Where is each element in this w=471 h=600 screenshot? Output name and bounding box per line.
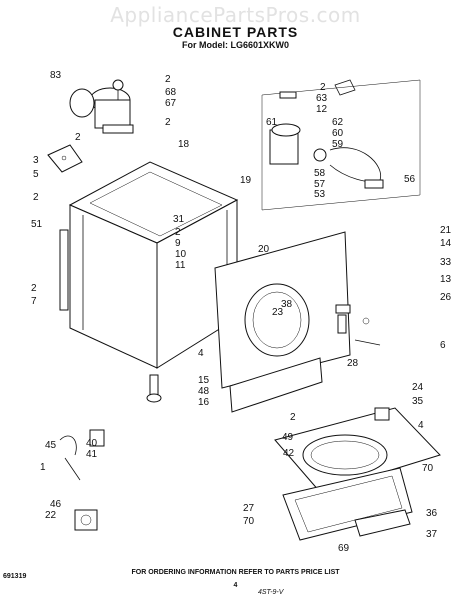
callout-35: 35 (412, 396, 424, 407)
callout-70b: 70 (243, 516, 255, 527)
callout-26: 26 (440, 292, 452, 303)
callout-3: 3 (33, 155, 39, 166)
callout-14: 14 (440, 238, 452, 249)
callout-37: 37 (426, 529, 438, 540)
callout-6: 6 (440, 340, 446, 351)
callout-9: 9 (175, 238, 181, 249)
callout-21: 21 (440, 225, 452, 236)
callout-2e: 2 (175, 227, 181, 238)
callout-4: 4 (198, 348, 204, 359)
callout-67: 67 (165, 98, 177, 109)
callout-11: 11 (175, 260, 186, 271)
callout-13: 13 (440, 274, 452, 285)
callout-36: 36 (426, 508, 438, 519)
callout-12: 12 (316, 104, 328, 115)
callout-27: 27 (243, 503, 255, 514)
callout-49: 49 (282, 432, 294, 443)
callout-38: 38 (281, 299, 293, 310)
callout-40: 40 (86, 438, 98, 449)
callout-69: 69 (338, 543, 350, 554)
callout-2g: 2 (290, 412, 296, 423)
callout-15: 15 (198, 375, 210, 386)
callout-68: 68 (165, 87, 177, 98)
callout-42: 42 (283, 448, 295, 459)
callout-53: 53 (314, 189, 326, 200)
callout-10: 10 (175, 249, 187, 260)
callout-1: 1 (40, 462, 46, 473)
callout-16: 16 (198, 397, 210, 408)
callout-22: 22 (45, 510, 57, 521)
callout-48: 48 (198, 386, 210, 397)
page-number: 4 (0, 582, 471, 589)
callout-33: 33 (440, 257, 452, 268)
callout-51: 51 (31, 219, 43, 230)
callout-7: 7 (31, 296, 37, 307)
callout-31: 31 (173, 214, 185, 225)
callout-63: 63 (316, 93, 328, 104)
callout-41: 41 (86, 449, 98, 460)
callout-83: 83 (50, 70, 62, 81)
callout-61: 61 (266, 117, 278, 128)
callout-2: 2 (165, 74, 171, 85)
callout-24: 24 (412, 382, 424, 393)
callout-4b: 4 (418, 420, 424, 431)
callout-2h: 2 (320, 82, 326, 93)
callout-2b: 2 (165, 117, 171, 128)
ordering-info: FOR ORDERING INFORMATION REFER TO PARTS … (0, 569, 471, 576)
small-parts (60, 375, 161, 530)
callout-46: 46 (50, 499, 62, 510)
handwritten-mark: 4ST-9-V (258, 589, 283, 596)
callout-58: 58 (314, 168, 326, 179)
top-bracket (48, 145, 82, 172)
callout-28: 28 (347, 358, 359, 369)
cabinet-body (60, 162, 237, 368)
callout-2c: 2 (75, 132, 81, 143)
callout-60: 60 (332, 128, 344, 139)
callout-2f: 2 (31, 283, 37, 294)
callout-62: 62 (332, 117, 344, 128)
callout-59: 59 (332, 139, 344, 150)
callout-18: 18 (178, 139, 190, 150)
callout-5: 5 (33, 169, 39, 180)
callout-19: 19 (240, 175, 252, 186)
callout-70: 70 (422, 463, 434, 474)
callout-2d: 2 (33, 192, 39, 203)
cabinet-base (275, 408, 440, 540)
motor-assembly (70, 80, 133, 133)
callout-56: 56 (404, 174, 416, 185)
callout-45: 45 (45, 440, 57, 451)
callout-20: 20 (258, 244, 270, 255)
